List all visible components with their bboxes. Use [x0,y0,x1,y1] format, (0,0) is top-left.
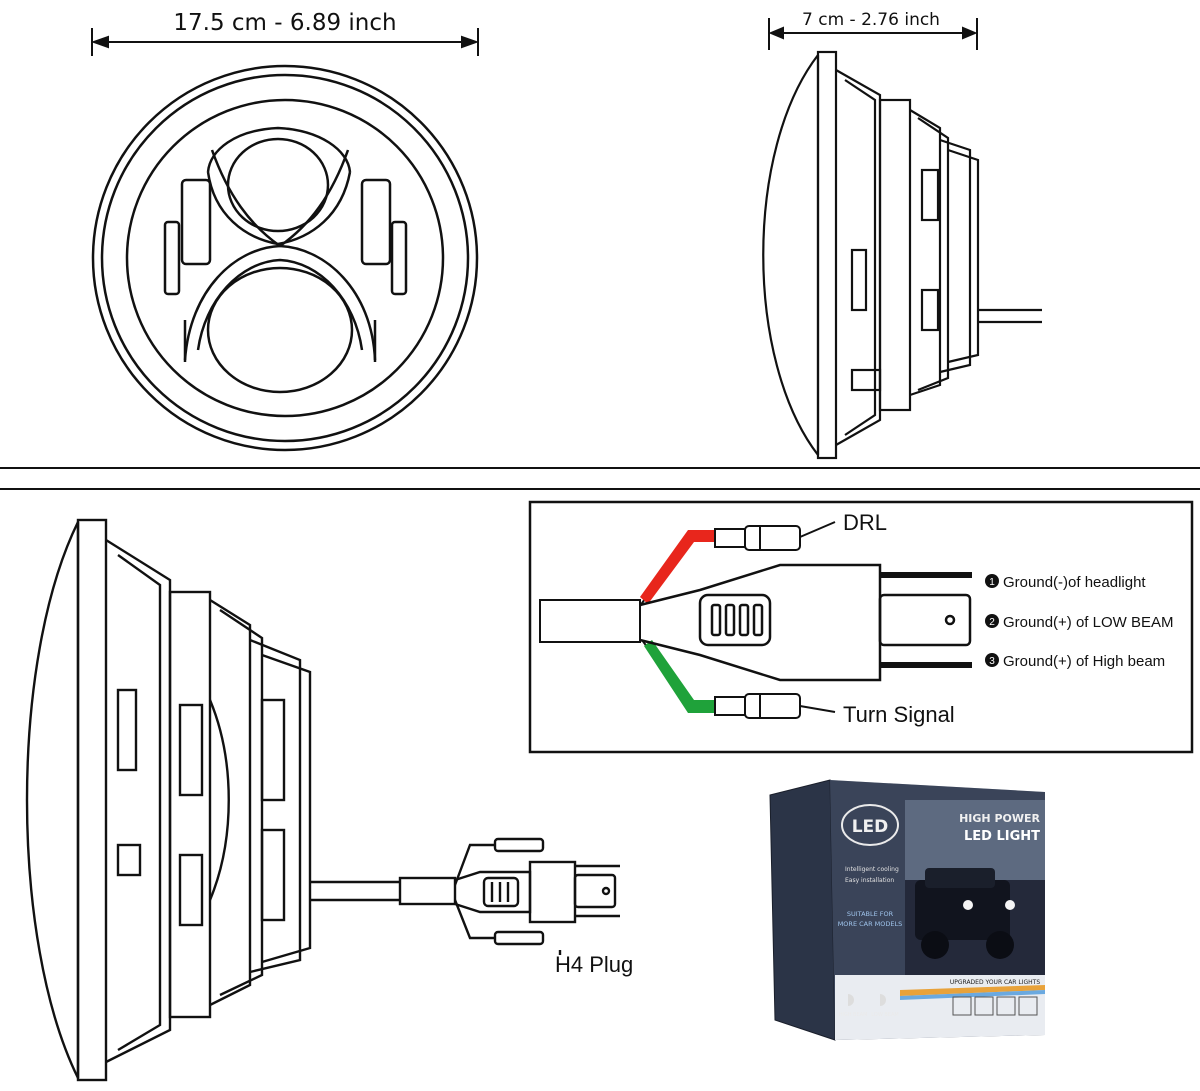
wiring-frame [528,500,1194,754]
box-led-badge: LED [852,817,889,837]
product-box [769,779,1045,1041]
turn-signal-label: Turn Signal [843,702,955,727]
box-headline-1: HIGH POWER [959,812,1040,825]
pin-1: 1 Ground(-)of headlight [985,574,1146,591]
box-beam-low: LOW BEAM [871,1012,898,1018]
pin-2-number: 2 [989,617,995,628]
depth-dimension [768,18,978,50]
wiring-diagram [528,500,1194,754]
h4-plug-body [639,563,972,682]
h4-plug-label: H4 Plug [555,952,633,977]
box-beam-high: HIGH BEAM [839,1012,868,1018]
pin-2: 2 Ground(+) of LOW BEAM [985,614,1173,631]
drl-label: DRL [843,510,887,535]
headlight-large-side-view [25,518,620,1082]
depth-label: 7 cm - 2.76 inch [802,10,940,30]
drl-connector [714,521,836,551]
box-headline-2: LED LIGHT [964,829,1040,844]
pin-1-text: Ground(-)of headlight [1003,574,1146,591]
drl-wire [640,530,715,604]
box-bottom-banner: UPGRADED YOUR CAR LIGHTS [950,979,1040,986]
turn-connector [714,693,836,719]
turn-wire [644,640,715,713]
pin-2-text: Ground(+) of LOW BEAM [1003,614,1173,631]
pin-3-number: 3 [989,656,995,667]
pin-1-number: 1 [989,577,995,588]
box-suitable-1: SUITABLE FOR [847,910,894,918]
headlight-front-view [91,64,479,452]
separator-lines [0,467,1200,490]
width-label: 17.5 cm - 6.89 inch [173,10,396,36]
headlight-side-view [762,50,1042,460]
box-feature-2: Easy installation [845,877,894,884]
box-feature-1: Intelligent cooling [845,866,899,873]
pin-3: 3 Ground(+) of High beam [985,653,1165,670]
width-dimension [91,28,479,56]
cable-sleeve [539,599,641,643]
box-suitable-2: MORE CAR MODELS [838,920,903,928]
pin-3-text: Ground(+) of High beam [1003,653,1165,670]
